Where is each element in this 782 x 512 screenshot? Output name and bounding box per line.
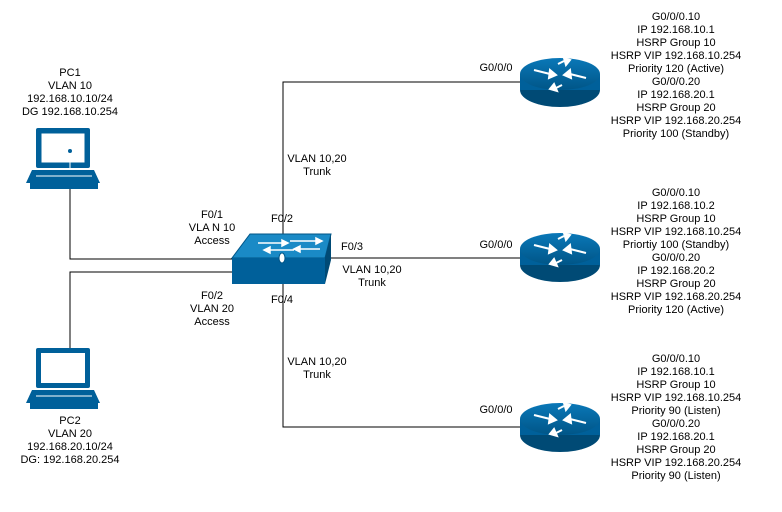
pc2-vlan: VLAN 20 [47, 428, 93, 440]
link-r2-vlans: VLAN 10,20 [342, 264, 402, 276]
pc2-gateway: DG: 192.168.20.254 [20, 454, 120, 466]
link-r3-mode: Trunk [303, 369, 331, 381]
config-line: HSRP VIP 192.168.20.254 [610, 291, 742, 303]
config-line: IP 192.168.20.1 [637, 89, 715, 101]
config-line: HSRP Group 20 [636, 444, 716, 456]
config-line: HSRP Group 20 [636, 102, 716, 114]
port-f02-vlan: VLAN 20 [189, 303, 235, 315]
port-f01-name: F0/1 [200, 209, 224, 221]
pc1-label: PC1 VLAN 10 192.168.10.10/24 DG 192.168.… [22, 67, 118, 119]
config-line: HSRP Group 20 [636, 278, 716, 290]
config-line: IP 192.168.10.2 [637, 200, 715, 212]
config-line: IP 192.168.20.1 [637, 431, 715, 443]
link-r2-label: VLAN 10,20 Trunk [342, 264, 401, 290]
config-line: Priority 120 (Active) [628, 63, 724, 75]
config-line: HSRP VIP 192.168.20.254 [610, 115, 742, 127]
config-line: Priority 100 (Standby) [622, 128, 730, 140]
config-line: G0/0/0.10 [651, 353, 701, 365]
config-line: HSRP Group 10 [636, 37, 716, 49]
config-line: Priority 90 (Listen) [631, 470, 721, 482]
config-line: IP 192.168.20.2 [637, 265, 715, 277]
router-2-icon[interactable] [520, 231, 600, 282]
link-switch-router1 [282, 81, 520, 255]
link-r1-label: VLAN 10,20 Trunk [287, 153, 346, 179]
router-2-config: G0/0/0.10 IP 192.168.10.2 HSRP Group 10 … [611, 187, 741, 317]
router-2-interface: G0/0/0 [479, 239, 513, 251]
config-line: IP 192.168.10.1 [637, 24, 715, 36]
config-line: IP 192.168.10.1 [637, 366, 715, 378]
config-line: HSRP Group 10 [636, 213, 716, 225]
link-r1-vlans: VLAN 10,20 [287, 153, 347, 165]
link-r2-mode: Trunk [358, 277, 386, 289]
config-line: HSRP VIP 192.168.20.254 [610, 457, 742, 469]
config-line: G0/0/0.10 [651, 11, 701, 23]
port-f02-mode: Access [194, 316, 230, 328]
port-f01-label: F0/1 VLA N 10 Access [189, 209, 235, 248]
pc2-icon[interactable] [26, 348, 100, 409]
pc1-icon[interactable] [26, 128, 100, 189]
link-r3-label: VLAN 10,20 Trunk [287, 356, 346, 382]
router-1-interface: G0/0/0 [479, 62, 513, 74]
port-f04-label: F0/4 [270, 294, 294, 306]
pc2-name: PC2 [59, 415, 81, 427]
pc1-ip: 192.168.10.10/24 [27, 93, 113, 105]
config-line: HSRP VIP 192.168.10.254 [610, 392, 742, 404]
config-line: Priority 120 (Active) [628, 304, 724, 316]
router-3-icon[interactable] [520, 401, 600, 452]
link-pc1-switch [69, 178, 240, 260]
router-3-config: G0/0/0.10 IP 192.168.10.1 HSRP Group 10 … [611, 353, 741, 483]
link-r3-vlans: VLAN 10,20 [287, 356, 347, 368]
switch-icon[interactable] [231, 233, 332, 284]
pc2-label: PC2 VLAN 20 192.168.20.10/24 DG: 192.168… [20, 415, 119, 467]
port-f03-label: F0/3 [340, 241, 364, 253]
port-f01-vlan: VLA N 10 [188, 222, 236, 234]
config-line: Priority 90 (Listen) [631, 405, 721, 417]
link-pc2-switch [69, 271, 240, 348]
config-line: G0/0/0.20 [651, 418, 701, 430]
router-3-interface: G0/0/0 [479, 404, 513, 416]
port-f02-trunk-label: F0/2 [270, 213, 294, 225]
config-line: HSRP VIP 192.168.10.254 [610, 226, 742, 238]
config-line: HSRP VIP 192.168.10.254 [610, 50, 742, 62]
config-line: G0/0/0.20 [651, 76, 701, 88]
port-f02-access-label: F0/2 VLAN 20 Access [190, 290, 234, 329]
config-line: G0/0/0.10 [651, 187, 701, 199]
port-f02-name: F0/2 [200, 290, 223, 302]
config-line: G0/0/0.20 [651, 252, 701, 264]
pc1-gateway: DG 192.168.10.254 [21, 106, 119, 118]
router-1-config: G0/0/0.10 IP 192.168.10.1 HSRP Group 10 … [611, 11, 741, 141]
pc2-ip: 192.168.20.10/24 [27, 441, 113, 453]
link-switch-router3 [282, 272, 520, 428]
pc1-vlan: VLAN 10 [47, 80, 93, 92]
port-f01-mode: Access [194, 235, 230, 247]
router-1-icon[interactable] [520, 56, 600, 107]
connection-lines [69, 81, 520, 428]
config-line: HSRP Group 10 [636, 379, 716, 391]
pc1-name: PC1 [59, 67, 81, 79]
config-line: Priortiy 100 (Standby) [622, 239, 730, 251]
link-r1-mode: Trunk [303, 166, 331, 178]
